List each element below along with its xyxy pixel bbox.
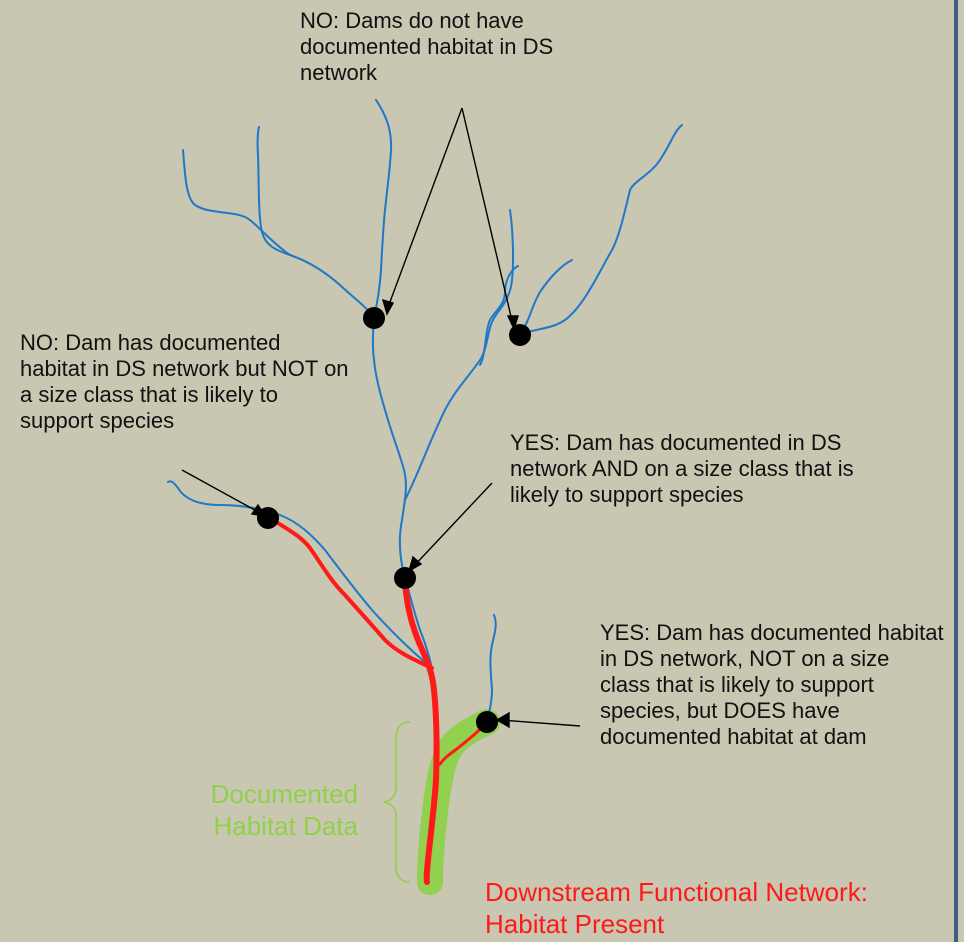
label-yes-dam-habitat-at-dam: YES: Dam has documented habitat in DS ne… [600,620,944,749]
dam-marker-left [257,507,279,529]
stream-branch-upper-center [373,99,393,319]
stream-branch-left [167,480,433,669]
legend-documented-habitat-data: Documented Habitat Data [210,779,358,841]
annotation-arrows [181,107,581,729]
downstream-left [268,516,434,670]
label-no-dams-without-habitat: NO: Dams do not have documented habitat … [300,8,554,85]
downstream-lower-right [438,720,489,766]
stream-branch-right [404,209,515,501]
downstream-network [268,516,489,885]
dam-marker-center [394,567,416,589]
legend-downstream-functional-network: Downstream Functional Network: Habitat P… [485,877,868,939]
stream-branch-right-small [479,265,519,366]
stream-branch-far-right [519,124,683,336]
stream-branch-lower-right [486,614,497,723]
frame-border-right [954,0,958,942]
stream-branch-upper-left [256,126,375,319]
habitat-bracket [383,721,411,883]
dams [257,307,531,733]
dam-marker-upper-center [363,307,385,329]
stream-branch-right-upper [519,259,573,336]
downstream-main [402,577,440,885]
label-no-dam-wrong-size-class: NO: Dam has documented habitat in DS net… [20,330,349,433]
stream-branch-far-left [182,149,291,256]
dam-marker-lower-right [476,711,498,733]
dam-marker-upper-right [509,324,531,346]
label-yes-dam-right-size-class: YES: Dam has documented in DS network AN… [510,430,854,507]
